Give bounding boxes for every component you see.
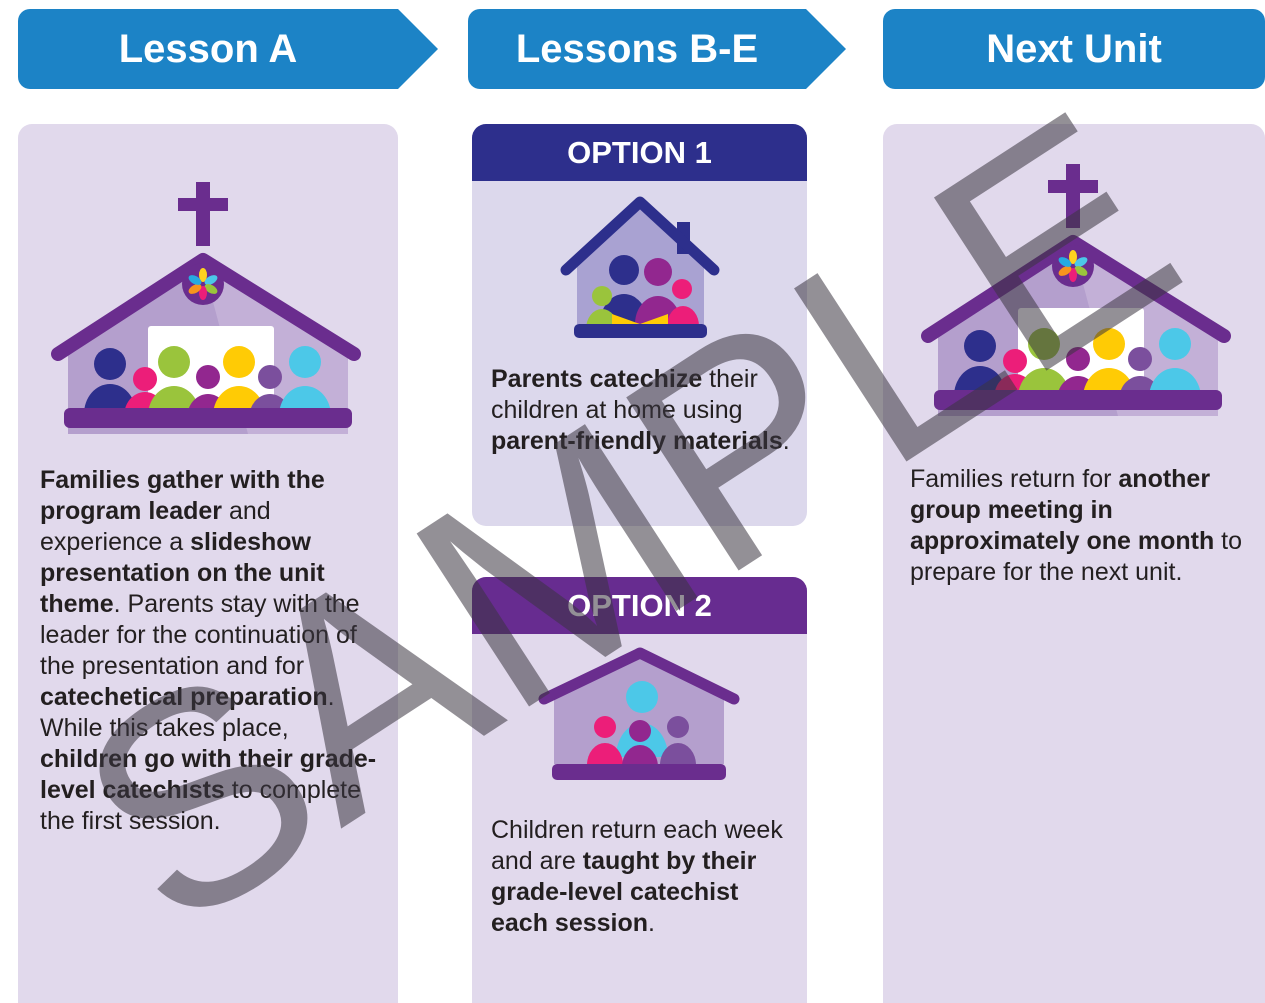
desc-bold: Families gather with the program leader <box>40 466 325 525</box>
desc-bold: parent-friendly materials <box>491 427 783 455</box>
desc-bold: slideshow presentation on the unit theme <box>40 528 325 618</box>
desc-bold: another group meeting in approximately o… <box>910 465 1215 555</box>
desc-text: . Parents stay with the leader for the c… <box>40 590 360 680</box>
desc-bold: taught by their grade-level catechist ea… <box>491 847 757 937</box>
desc-text: to complete the first session. <box>40 776 362 835</box>
step-tab-label: Next Unit <box>986 26 1162 71</box>
option-1-header: OPTION 1 <box>472 124 807 181</box>
option-1-panel: OPTION 1 Parents catechize their childre… <box>472 124 807 526</box>
desc-text: Children return each week and are <box>491 816 783 875</box>
option-2-header: OPTION 2 <box>472 577 807 634</box>
church-icon <box>921 164 1231 416</box>
next-unit-panel: Families return for another group meetin… <box>883 124 1265 1003</box>
step-tab-label: Lessons B-E <box>515 26 759 71</box>
desc-text: their children at home using <box>491 365 758 424</box>
church-icon <box>51 182 361 434</box>
desc-text: and experience a <box>40 497 271 556</box>
desc-text: Families return for <box>910 465 1119 493</box>
step-tab-label: Lesson A <box>118 26 298 71</box>
step-tab-lessons-b-e: Lessons B-E <box>468 9 846 89</box>
desc-text: to prepare for the next unit. <box>910 527 1243 586</box>
option-1-title: OPTION 1 <box>567 134 712 170</box>
classroom-icon <box>538 647 740 780</box>
step-tab-next-unit: Next Unit <box>883 9 1265 89</box>
lesson-a-panel: Families gather with the program leader … <box>18 124 398 1003</box>
option-2-title: OPTION 2 <box>567 587 712 623</box>
next-unit-description: Families return for another group meetin… <box>910 464 1250 588</box>
step-tab-lesson-a: Lesson A <box>18 9 438 89</box>
desc-text: . While this takes place, <box>40 683 335 742</box>
home-icon <box>560 196 720 338</box>
desc-text: . <box>782 427 790 455</box>
option-2-description: Children return each week and are taught… <box>491 815 791 939</box>
lesson-a-description: Families gather with the program leader … <box>40 465 380 837</box>
desc-text: . <box>648 909 655 937</box>
desc-bold: Parents catechize <box>491 365 703 393</box>
desc-bold: children go with their grade-level catec… <box>40 745 377 804</box>
option-1-description: Parents catechize their children at home… <box>491 364 791 457</box>
option-2-panel: OPTION 2 Children return each week and a… <box>472 577 807 1003</box>
desc-bold: catechetical preparation <box>40 683 328 711</box>
